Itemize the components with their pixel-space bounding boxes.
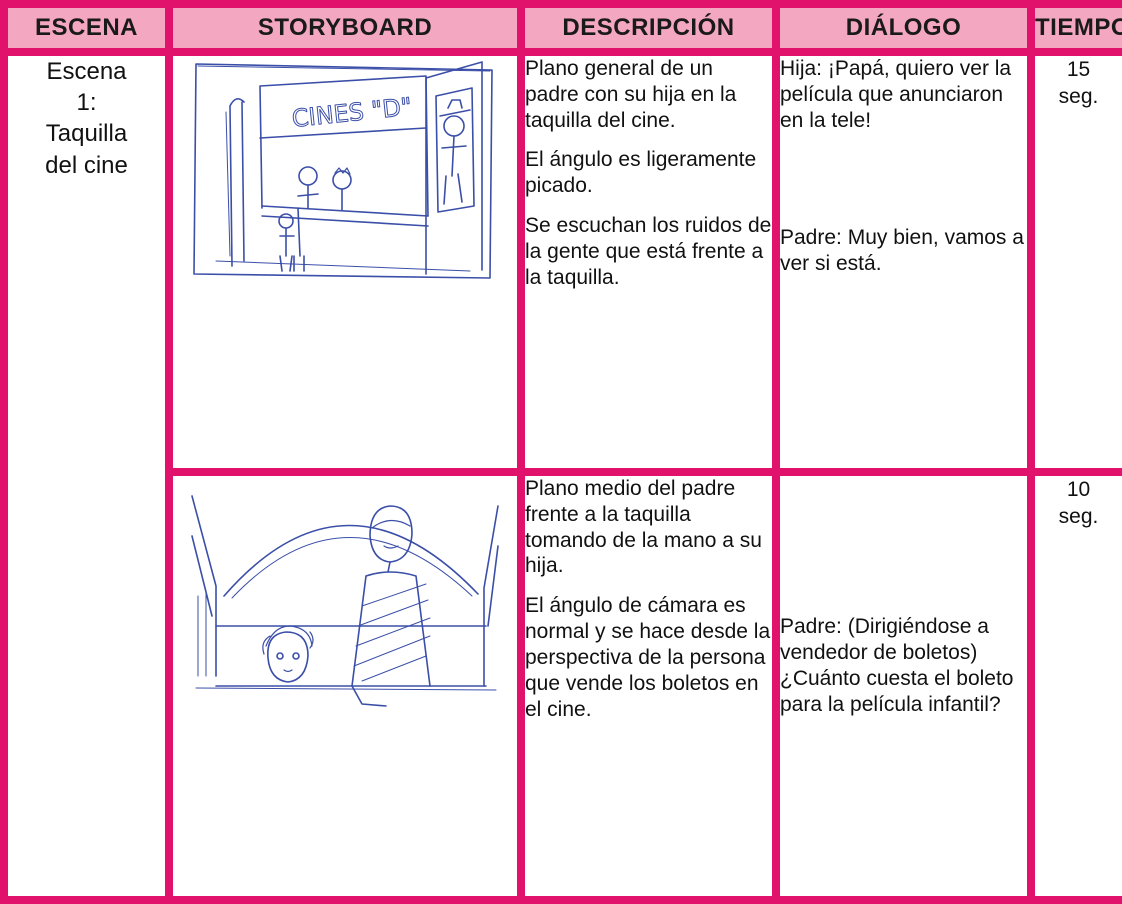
dialogue-line: Padre: (Dirigiéndose a vendedor de bolet… [780,615,1014,716]
header-time: TIEMPO [1027,0,1122,56]
sketch-father-daughter-counter [191,495,499,707]
dialogue-cell: Padre: (Dirigiéndose a vendedor de bolet… [772,468,1035,904]
table-row: Plano medio del padre frente a la taquil… [4,468,1122,904]
dialogue-spacer [780,147,1027,225]
dialogue-line: Hija: ¡Papá, quiero ver la película que … [780,57,1012,132]
sketch-cinema-sign: CINES "D" [291,93,414,133]
time-value: 10 [1066,478,1091,501]
header-dialogue: DIÁLOGO [772,0,1035,56]
description-cell: Plano general de un padre con su hija en… [517,48,780,476]
description-cell: Plano medio del padre frente a la taquil… [517,468,780,904]
scene-label-line: Taquilla [45,120,128,148]
sketch-cinema-box-office: CINES "D" [193,61,493,279]
header-storyboard: STORYBOARD [165,0,525,56]
header-scene: ESCENA [0,0,173,56]
description-paragraph: Plano medio del padre frente a la taquil… [525,477,762,578]
time-unit: seg. [1058,505,1099,529]
description-paragraph: Plano general de un padre con su hija en… [525,57,737,132]
scene-label-line: del cine [45,151,128,179]
description-paragraph: El ángulo es ligeramente picado. [525,148,757,198]
time-value: 15 [1066,58,1091,81]
dialogue-line: Padre: Muy bien, vamos a ver si está. [780,226,1024,276]
description-paragraph: El ángulo de cámara es normal y se hace … [525,594,771,721]
scene-label-line: 1: [76,89,97,117]
scene-label: Escena 1: Taquilla del cine [0,48,173,904]
time-cell: 15 seg. [1027,48,1122,476]
time-cell: 10 seg. [1027,468,1122,904]
storyboard-frame-2 [165,468,525,904]
header-row: ESCENA STORYBOARD DESCRIPCIÓN DIÁLOGO TI… [0,0,1122,56]
description-paragraph: Se escuchan los ruidos de la gente que e… [525,214,772,289]
header-description: DESCRIPCIÓN [517,0,780,56]
dialogue-cell: Hija: ¡Papá, quiero ver la película que … [772,48,1035,476]
storyboard-frame-1: CINES "D" [165,48,525,476]
time-unit: seg. [1058,85,1099,109]
scene-label-line: Escena [46,58,127,85]
table-row: Escena 1: Taquilla del cine CINES "D" [0,48,1122,904]
